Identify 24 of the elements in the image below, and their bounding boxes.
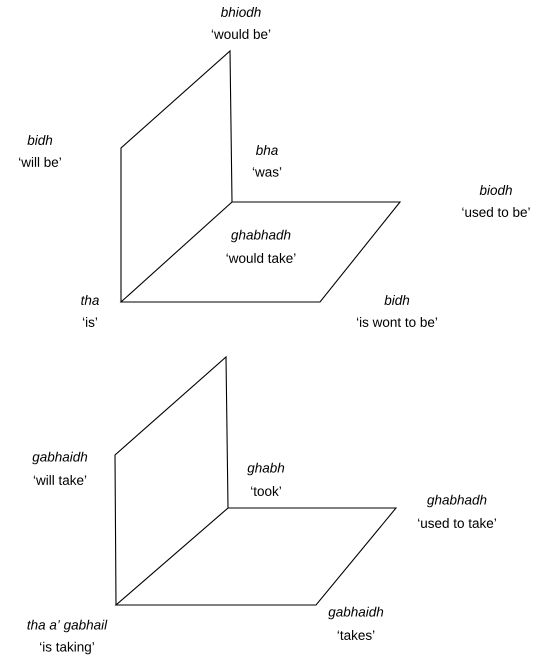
word-label: bidh [384, 295, 410, 305]
word-label: ghabhadh [231, 230, 290, 242]
gloss-label: ‘took’ [251, 486, 281, 496]
gloss-label: ‘was’ [252, 167, 282, 177]
word-label: gabhaidh [328, 606, 384, 620]
word-label: gabhaidh [32, 452, 88, 464]
word-label: bidh [27, 135, 52, 145]
word-label: bha [256, 145, 278, 155]
gloss-label: ‘will be’ [19, 157, 61, 167]
gloss-label: ‘would be’ [212, 29, 270, 39]
gloss-label: ‘will take’ [34, 475, 86, 485]
gloss-label: ‘is taking’ [40, 642, 94, 654]
word-label: ghabhadh [427, 494, 486, 508]
gloss-label: ‘takes’ [338, 630, 374, 640]
gloss-label: ‘used to be’ [462, 207, 530, 217]
word-label: ghabh [247, 462, 284, 476]
word-label: bhiodh [220, 7, 261, 17]
gloss-label: ‘is wont to be’ [356, 317, 438, 327]
gloss-label: ‘used to take’ [418, 518, 496, 528]
gloss-label: ‘would take’ [226, 253, 296, 263]
word-label: tha [81, 295, 99, 305]
gloss-label: ‘is’ [82, 317, 98, 327]
word-label: tha a’ gabhail [27, 620, 108, 632]
word-label: biodh [480, 185, 512, 195]
